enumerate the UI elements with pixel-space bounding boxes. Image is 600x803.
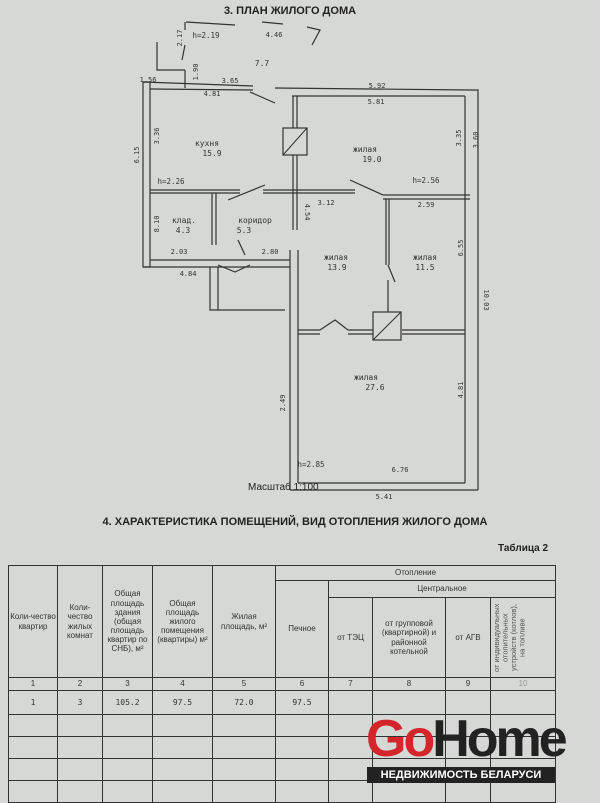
dimension-label: 8.10 — [153, 216, 161, 233]
room-area: 19.0 — [362, 155, 381, 164]
plan-scale: Масштаб 1:100 — [248, 482, 319, 493]
dimension-label: 3.60 — [472, 132, 480, 149]
room-area: 27.6 — [365, 383, 384, 392]
dimension-label: 2.59 — [418, 201, 435, 209]
header-cell: от АГВ — [445, 597, 491, 678]
gohome-tagline: НЕДВИЖИМОСТЬ БЕЛАРУСИ — [367, 767, 555, 783]
header-group-heating: Отопление — [275, 565, 556, 581]
dimension-label: 2.80 — [262, 248, 279, 256]
section-title: 4. ХАРАКТЕРИСТИКА ПОМЕЩЕНИЙ, ВИД ОТОПЛЕН… — [102, 516, 488, 528]
room-name: жилая — [324, 253, 348, 262]
dimension-label: 4.46 — [266, 31, 283, 39]
header-cell: Коли-чество жилых комнат — [57, 565, 103, 678]
header-cell: Печное — [275, 580, 329, 678]
header-cell: от ТЭЦ — [328, 597, 373, 678]
room-name: клад. — [172, 216, 196, 225]
header-cell: от индивидуальных отопительных устройств… — [492, 603, 527, 672]
dimension-label: 5.81 — [368, 98, 385, 106]
room-name: жилая — [353, 145, 377, 154]
dimension-label: 4.54 — [303, 204, 311, 221]
plan-title: 3. ПЛАН ЖИЛОГО ДОМА — [223, 5, 357, 17]
room-area: 4.3 — [176, 226, 191, 235]
dimension-label: 3.12 — [318, 199, 335, 207]
dimension-label: 5.92 — [369, 82, 386, 90]
header-cell: Общая площадь здания (общая площадь квар… — [102, 565, 153, 678]
header-cell: от групповой (квартирной) и районной кот… — [372, 597, 446, 678]
room-area: 15.9 — [202, 149, 221, 158]
dimension-label: 3.65 — [222, 77, 239, 85]
table-row-empty — [8, 780, 556, 803]
header-group-central: Центральное — [328, 580, 556, 598]
room-name: коридор — [238, 216, 272, 225]
dimension-label: 3.35 — [455, 130, 463, 147]
height-label: h=2.26 — [157, 177, 185, 186]
walls — [142, 21, 479, 491]
floor-plan: кухня 15.9 жилая 19.0 клад. 4.3 коридор … — [133, 21, 490, 501]
dimensions: 4.46 1.56 3.65 4.81 5.92 5.81 3.12 2.59 … — [133, 30, 490, 501]
stoves — [282, 127, 402, 341]
dimension-label: 6.55 — [457, 240, 465, 257]
heights: h=2.19 h=2.26 h=2.56 h=2.85 — [157, 31, 440, 469]
height-label: h=2.19 — [192, 31, 219, 40]
dimension-label: 4.81 — [204, 90, 221, 98]
dimension-label: 6.15 — [133, 147, 141, 164]
dimension-label: 1.56 — [140, 76, 157, 84]
dimension-label: 2.03 — [171, 248, 188, 256]
dimension-label: 4.84 — [180, 270, 197, 278]
dimension-label: 6.76 — [392, 466, 409, 474]
header-cell: Жилая площадь, м² — [212, 565, 276, 678]
room-area: 5.3 — [237, 226, 252, 235]
dimension-label: 2.17 — [176, 30, 184, 47]
room-area: 7.7 — [255, 59, 270, 68]
header-cell: Общая площадь жилого помещения (квартиры… — [152, 565, 213, 678]
height-label: h=2.56 — [412, 176, 440, 185]
room-area: 11.5 — [415, 263, 434, 272]
header-cell: Коли-чество квартир — [8, 565, 58, 678]
height-label: h=2.85 — [297, 460, 324, 469]
room-name: жилая — [354, 373, 378, 382]
room-area: 13.9 — [327, 263, 346, 272]
gohome-logo: GoHome — [366, 710, 568, 768]
dimension-label: 2.49 — [279, 395, 287, 412]
dimension-label: 3.36 — [153, 128, 161, 145]
dimension-label: 1.90 — [192, 64, 200, 81]
table-label: Таблица 2 — [498, 543, 549, 554]
room-name: кухня — [195, 139, 219, 148]
dimension-label: 10.03 — [482, 289, 490, 310]
dimension-label: 5.41 — [376, 493, 393, 501]
room-name: жилая — [413, 253, 437, 262]
stove-icon — [282, 127, 308, 156]
table-row-empty — [8, 736, 556, 759]
stove-icon — [372, 311, 402, 341]
dimension-label: 4.81 — [457, 382, 465, 399]
